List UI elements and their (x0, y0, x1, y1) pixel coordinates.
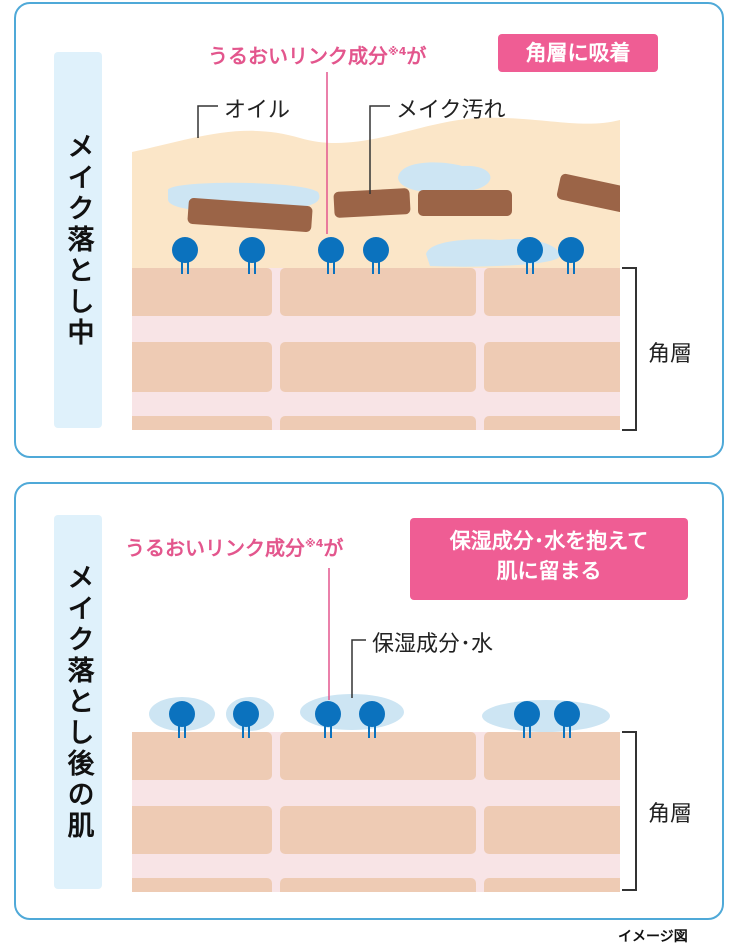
label-stratum-bottom: 角層 (648, 802, 693, 827)
skin-cell (280, 416, 476, 430)
moisture-leader (351, 639, 366, 698)
skin-cell (484, 806, 620, 854)
caption-top-lead: うるおいリンク成分 (208, 44, 388, 68)
skin-cell (484, 878, 620, 892)
makeup-dirt (333, 188, 411, 218)
label-moisture-water: 保湿成分･水 (372, 632, 494, 657)
caption-top: うるおいリンク成分※4が (208, 40, 426, 69)
caption-top-note: ※4 (388, 45, 407, 58)
skin-cell (132, 878, 272, 892)
skin-cell (280, 268, 476, 316)
badge-retain-moisture: 保湿成分･水を抱えて 肌に留まる (410, 518, 688, 600)
badge-adsorb: 角層に吸着 (498, 34, 658, 72)
skin-cell (484, 268, 620, 316)
skin-scene-bottom (132, 732, 620, 892)
makeup-leader (369, 105, 390, 194)
skin-cell (132, 806, 272, 854)
caption-bottom: うるおいリンク成分※4が (125, 532, 343, 561)
layer-bracket (622, 267, 637, 431)
layer-bracket (622, 731, 637, 891)
makeup-dirt (418, 190, 512, 216)
label-makeup-dirt: メイク汚れ (396, 98, 506, 123)
label-stratum-top: 角層 (648, 342, 693, 367)
skin-cell (280, 732, 476, 780)
skin-cell (280, 806, 476, 854)
skin-cell (280, 342, 476, 392)
makeup-dirt (187, 198, 313, 232)
caption-bottom-particle: が (323, 536, 344, 560)
caption-top-particle: が (406, 44, 427, 68)
skin-cell (484, 342, 620, 392)
caption-bottom-lead: うるおいリンク成分 (125, 536, 305, 560)
image-note: イメージ図 (618, 929, 688, 945)
skin-cell (132, 732, 272, 780)
skin-cell (484, 416, 620, 430)
skin-scene-top (132, 117, 620, 430)
skin-cell (132, 268, 272, 316)
water-blob (482, 700, 610, 732)
skin-cell (132, 416, 272, 430)
side-label-top: メイク落とし中 (62, 131, 94, 349)
label-oil: オイル (224, 98, 291, 123)
badge-line-2: 肌に留まる (496, 559, 602, 583)
side-label-bottom: メイク落とし後の肌 (62, 562, 94, 842)
oil-leader (197, 105, 218, 138)
skin-cell (280, 878, 476, 892)
caption-bottom-note: ※4 (305, 537, 324, 550)
badge-line-1: 保湿成分･水を抱えて (449, 529, 649, 553)
side-label-box-bottom: メイク落とし後の肌 (54, 515, 102, 889)
skin-cell (484, 732, 620, 780)
water-blob (398, 162, 491, 194)
side-label-box-top: メイク落とし中 (54, 52, 102, 428)
makeup-dirt (556, 173, 620, 213)
skin-cell (132, 342, 272, 392)
